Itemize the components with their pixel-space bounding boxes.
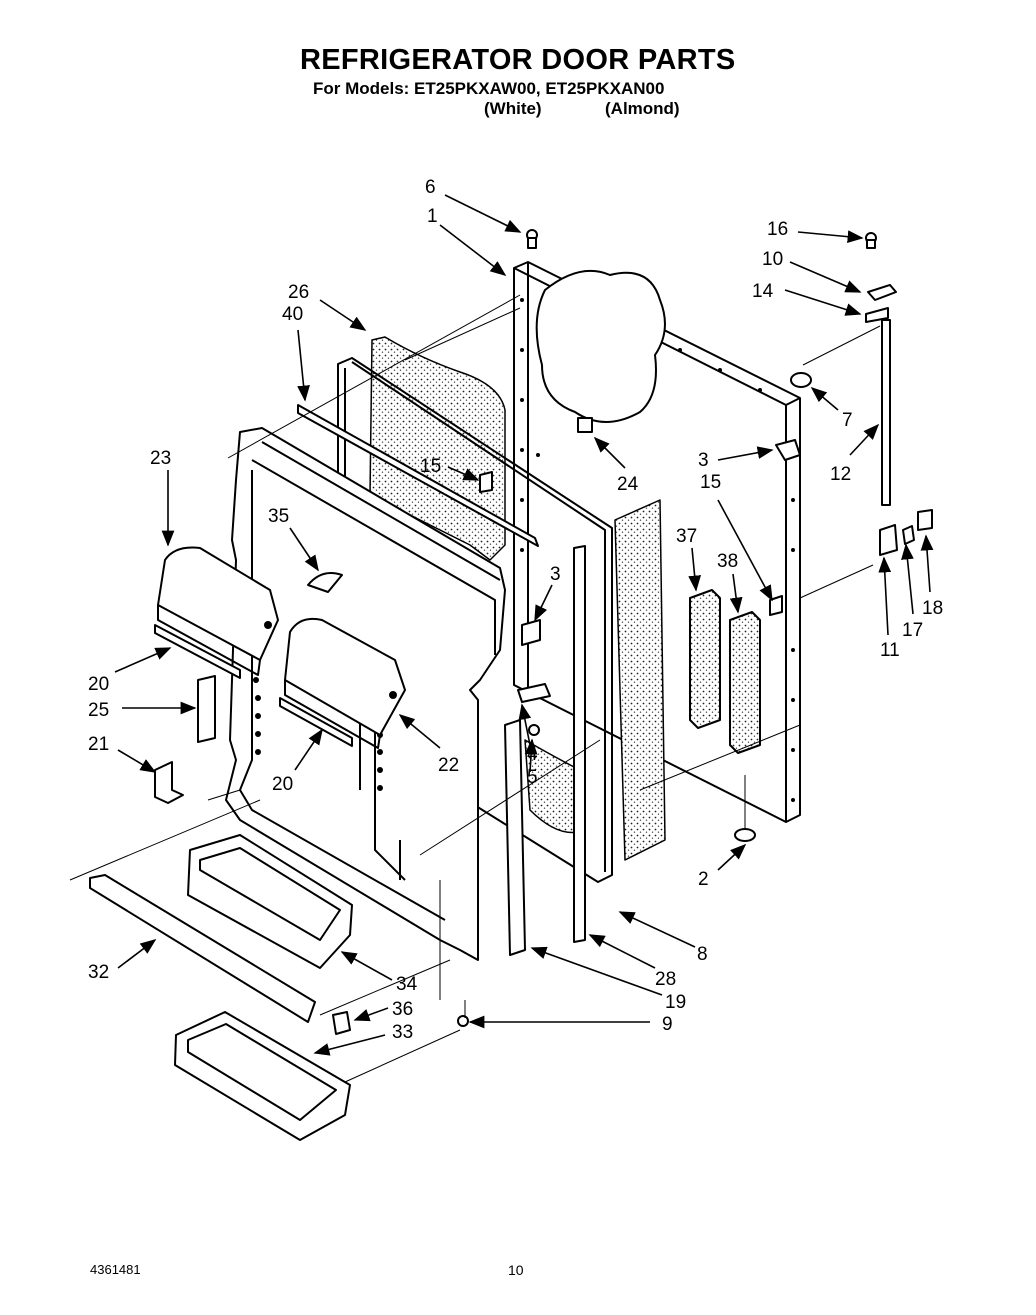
- clip-24: [577, 417, 593, 433]
- color-almond-label: (Almond): [605, 99, 680, 118]
- callout-21: 21: [88, 734, 109, 755]
- page-number: 10: [508, 1262, 524, 1278]
- callout-37: 37: [676, 526, 697, 547]
- callout-25: 25: [88, 700, 109, 721]
- callout-22: 22: [438, 755, 459, 776]
- models-line: For Models: ET25PKXAW00, ET25PKXAN00: [313, 79, 665, 98]
- insulation-8: [614, 499, 666, 861]
- callout-15b: 15: [700, 472, 721, 493]
- construction-lines: [69, 294, 881, 1083]
- doc-number: 4361481: [90, 1262, 141, 1277]
- callout-labels: 6 1 26 40 23 15 35 24 16 10 14 7 3 12 15…: [88, 177, 943, 1043]
- callout-24: 24: [617, 474, 639, 495]
- dairy-door-22: [284, 617, 406, 749]
- callout-15a: 15: [420, 456, 441, 477]
- callout-11: 11: [880, 640, 900, 661]
- strip-40: [297, 404, 539, 547]
- bin-33: [174, 1011, 351, 1141]
- clip-21: [154, 761, 184, 804]
- callout-9: 9: [662, 1014, 673, 1035]
- callout-23: 23: [150, 448, 171, 469]
- callout-36: 36: [392, 999, 413, 1020]
- retainer-20-a: [154, 624, 241, 679]
- insulation-patch: [535, 269, 666, 423]
- page-title: REFRIGERATOR DOOR PARTS: [300, 44, 736, 76]
- bar-37: [689, 589, 721, 729]
- bin-34: [187, 834, 353, 969]
- callout-16: 16: [767, 219, 788, 240]
- dairy-door-23: [157, 546, 279, 676]
- callout-8: 8: [697, 944, 708, 965]
- callout-33: 33: [392, 1022, 413, 1043]
- callout-10: 10: [762, 249, 783, 270]
- callout-18: 18: [922, 598, 943, 619]
- callout-4: 4: [527, 744, 538, 765]
- callout-7: 7: [842, 410, 853, 431]
- callout-5: 5: [527, 767, 538, 788]
- callout-28: 28: [655, 969, 676, 990]
- callout-arrows: [114, 194, 934, 1056]
- callout-35: 35: [268, 506, 289, 527]
- callout-40: 40: [282, 304, 303, 325]
- callout-20b: 20: [272, 774, 293, 795]
- callout-26: 26: [288, 282, 309, 303]
- callout-6: 6: [425, 177, 436, 198]
- callout-19: 19: [665, 992, 686, 1013]
- callout-38: 38: [717, 551, 738, 572]
- hinge-strip-12: [881, 319, 891, 506]
- callout-14: 14: [752, 281, 774, 302]
- liner-front-strip: [504, 719, 526, 956]
- part-35: [307, 572, 343, 593]
- gasket-strip-28: [573, 545, 586, 943]
- callout-32: 32: [88, 962, 109, 983]
- callout-2: 2: [698, 869, 709, 890]
- bracket-25: [197, 675, 216, 743]
- callout-17: 17: [902, 620, 923, 641]
- callout-20a: 20: [88, 674, 109, 695]
- cap-36: [332, 1011, 351, 1035]
- callout-34: 34: [396, 974, 418, 995]
- color-white-label: (White): [484, 99, 542, 118]
- callout-3b: 3: [550, 564, 561, 585]
- bar-38: [729, 611, 761, 754]
- shelf-rail-32: [89, 874, 316, 1023]
- callout-12: 12: [830, 464, 851, 485]
- hardware: [457, 229, 933, 1027]
- callout-3a: 3: [698, 450, 709, 471]
- retainer-20-b: [279, 697, 353, 747]
- callout-1: 1: [427, 206, 438, 227]
